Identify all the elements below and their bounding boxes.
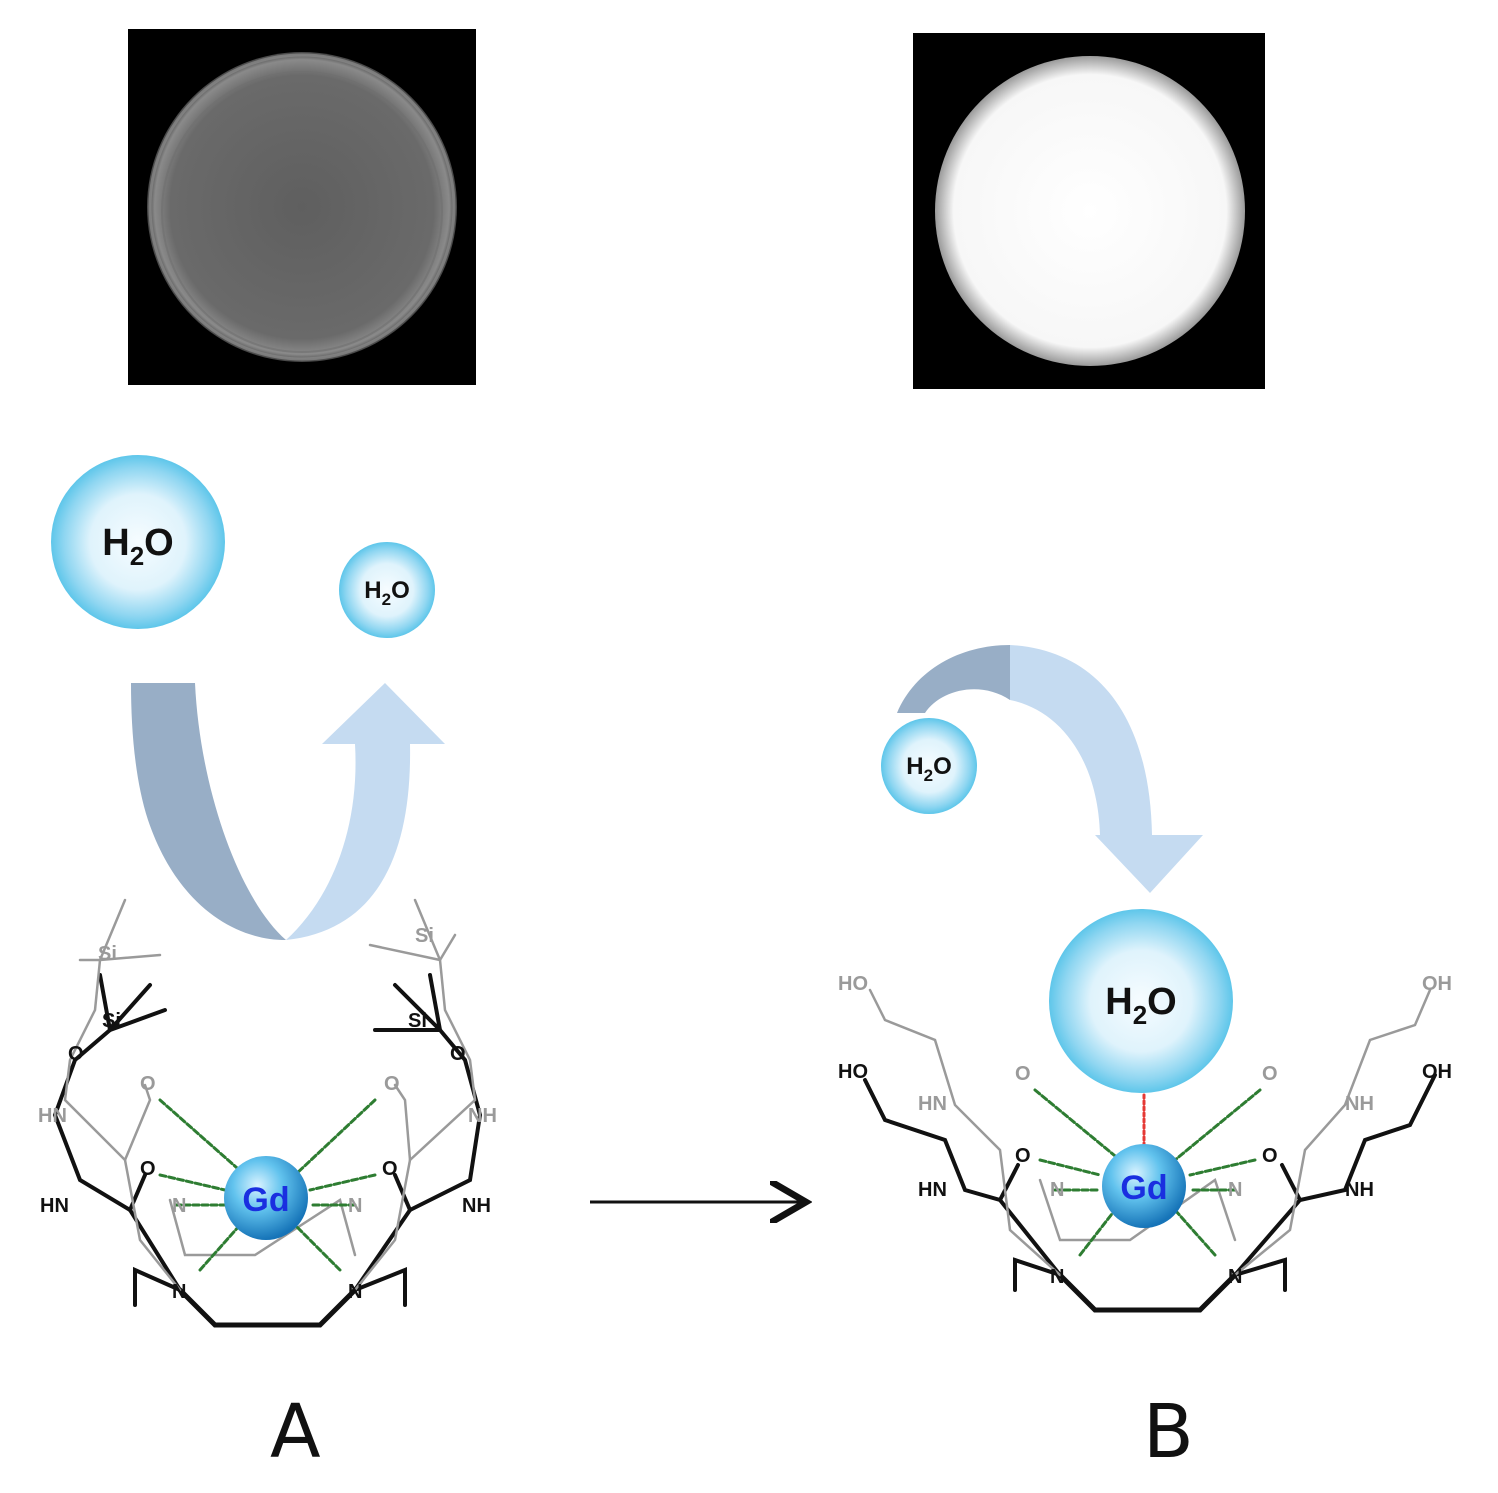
gd-ion-a — [224, 1156, 308, 1240]
mri-phantom-bright — [913, 33, 1265, 389]
water-exchange-arrow-a — [131, 683, 445, 940]
gd-label-b: Gd — [1120, 1169, 1167, 1207]
water-molecule-bound-b — [1049, 909, 1233, 1093]
water-binding-arrow-b — [897, 645, 1203, 893]
atom-nh-a1: NH — [468, 1105, 497, 1127]
atom-oh-b2: OH — [1422, 1061, 1452, 1083]
atom-si-a2: Si — [408, 1010, 427, 1032]
atom-o-a6: O — [382, 1158, 398, 1180]
water-molecule-small-b — [881, 718, 977, 814]
water-formula-bound-b: H2O — [1105, 981, 1176, 1030]
atom-si-a3: Si — [98, 943, 117, 965]
atom-n-b1: N — [1050, 1266, 1064, 1288]
atom-n-b4: N — [1228, 1179, 1242, 1201]
gd-complex-b — [863, 988, 1437, 1313]
atom-nh-b2: NH — [1345, 1179, 1374, 1201]
atom-si-a1: Si — [102, 1010, 121, 1032]
atom-o-b4: O — [1262, 1145, 1278, 1167]
panel-label-b: B — [1143, 1389, 1194, 1475]
atom-o-a3: O — [140, 1073, 156, 1095]
atom-hn-b2: HN — [918, 1179, 947, 1201]
gd-label-a: Gd — [242, 1181, 289, 1219]
atom-ho-b2: HO — [838, 1061, 868, 1083]
atom-n-a1: N — [172, 1281, 186, 1303]
atom-n-b2: N — [1228, 1266, 1242, 1288]
atom-o-a2: O — [450, 1043, 466, 1065]
atom-o-a4: O — [384, 1073, 400, 1095]
water-molecule-large-a — [51, 455, 225, 629]
atom-hn-b1: HN — [918, 1093, 947, 1115]
water-formula-small-a: H2O — [364, 577, 409, 609]
atom-o-a1: O — [68, 1043, 84, 1065]
atom-nh-b1: NH — [1345, 1093, 1374, 1115]
atom-n-a4: N — [348, 1195, 362, 1217]
atom-si-a4: Si — [415, 925, 434, 947]
atom-n-a3: N — [172, 1195, 186, 1217]
atom-oh-b1: OH — [1422, 973, 1452, 995]
gd-ion-b — [1102, 1144, 1186, 1228]
atom-hn-a2: HN — [40, 1195, 69, 1217]
water-molecule-small-a — [339, 542, 435, 638]
atom-nh-a2: NH — [462, 1195, 491, 1217]
atom-o-a5: O — [140, 1158, 156, 1180]
atom-o-b2: O — [1262, 1063, 1278, 1085]
gd-complex-a — [53, 898, 482, 1328]
atom-ho-b1: HO — [838, 973, 868, 995]
mri-phantom-dark — [128, 29, 476, 385]
water-formula-small-b: H2O — [906, 753, 951, 785]
panel-label-a: A — [270, 1389, 321, 1475]
water-formula-large-a: H2O — [102, 522, 173, 571]
atom-n-a2: N — [348, 1281, 362, 1303]
atom-o-b1: O — [1015, 1063, 1031, 1085]
atom-o-b3: O — [1015, 1145, 1031, 1167]
atom-n-b3: N — [1050, 1179, 1064, 1201]
atom-hn-a1: HN — [38, 1105, 67, 1127]
